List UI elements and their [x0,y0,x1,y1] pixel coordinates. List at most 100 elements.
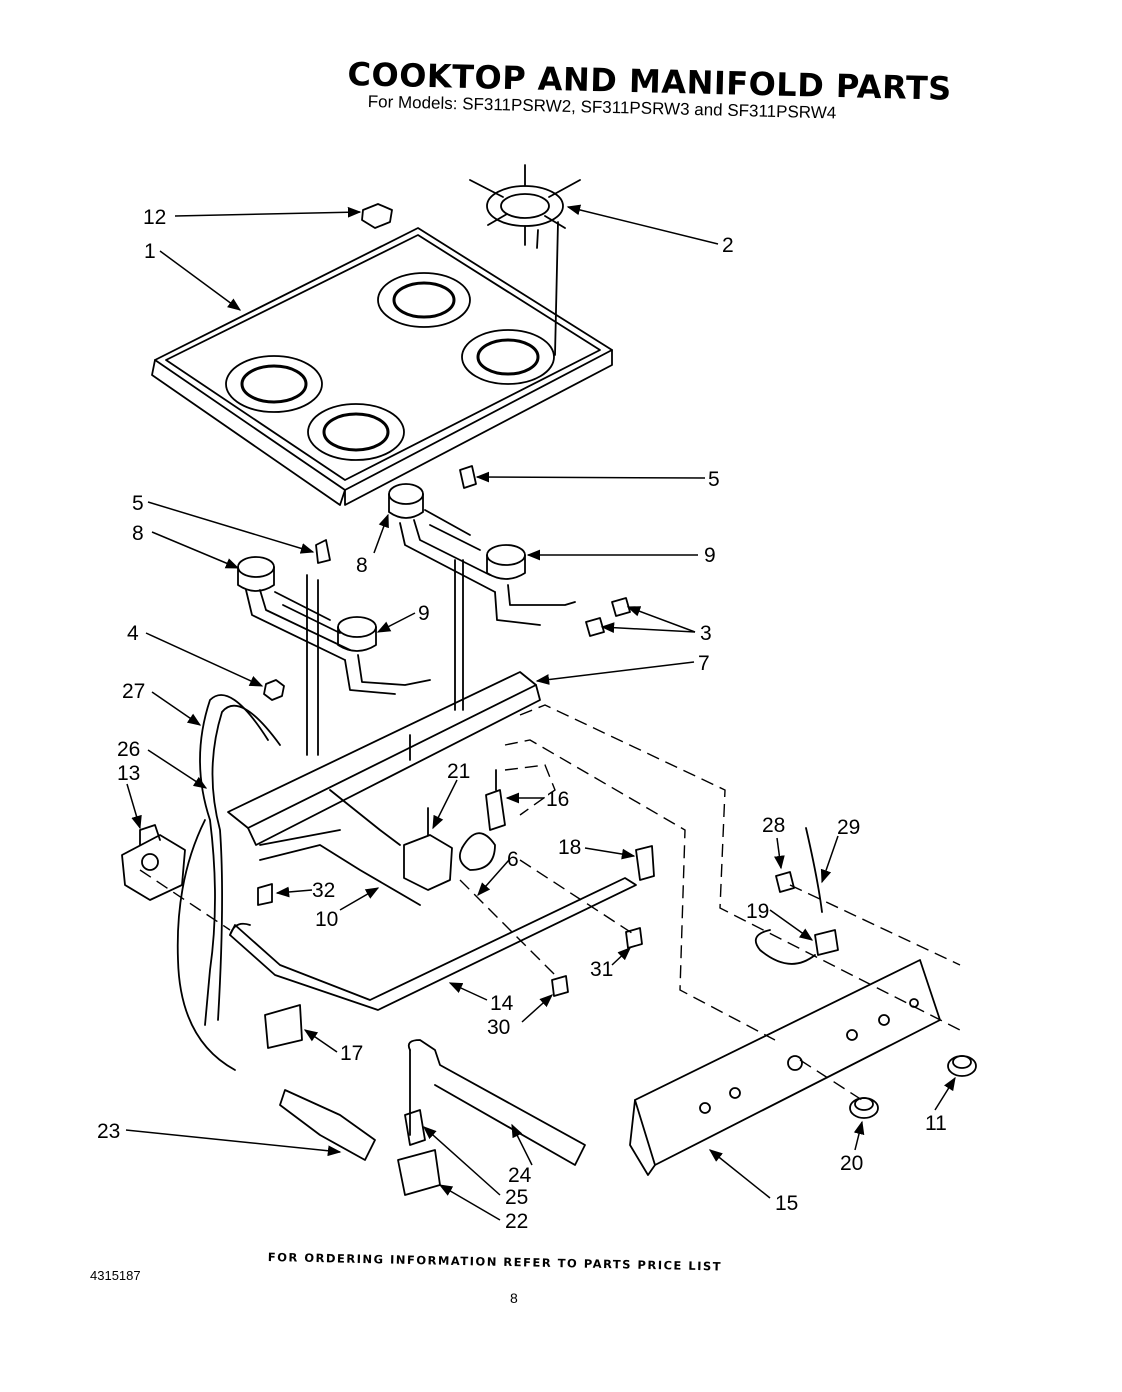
leader-25 [422,1126,501,1196]
leader-14 [448,982,488,1001]
callout-2: 2 [722,234,734,257]
callout-25: 25 [505,1186,528,1209]
control-panel-15-part [629,959,941,1176]
burner-assembly-left [237,556,431,695]
callout-7: 7 [698,652,710,675]
leader-17 [303,1029,338,1053]
burner-assembly-right [388,483,576,626]
broil-burner-24-part [407,1039,586,1166]
callout-12: 12 [143,206,166,229]
leader-13 [126,783,142,830]
assembly-line-h [139,869,231,931]
leader-8a [151,531,240,569]
nut-4-part [263,679,285,701]
callout-19: 19 [746,900,769,923]
knob-20-part [849,1097,879,1119]
callout-26: 26 [117,738,140,761]
callout-17: 17 [340,1042,363,1065]
callout-1: 1 [144,240,156,263]
leader-27 [151,691,202,726]
orifice-hood-3a [611,597,631,617]
callout-23: 23 [97,1120,120,1143]
regulator-13-part [121,824,186,901]
igniter-coil-6 [459,832,496,871]
callout-9b: 9 [704,544,716,567]
leader-10 [339,887,380,911]
gas-tubing [176,694,281,1071]
callout-24: 24 [508,1164,532,1187]
cooktop-part [151,227,613,506]
burner-tube-25 [404,1109,426,1146]
callout-11: 11 [925,1112,947,1135]
leader-31 [611,947,631,966]
callout-8a: 8 [132,522,144,545]
leader-4 [145,632,264,687]
callout-5b: 5 [708,468,720,491]
leader-18 [584,847,636,860]
callout-3: 3 [700,622,712,645]
leader-11 [934,1076,956,1111]
spark-switch-16-part [485,769,506,831]
bracket-5a-part [315,539,331,564]
leader-21 [432,779,458,830]
callout-27: 27 [122,680,145,703]
page-number: 8 [510,1290,518,1306]
callout-16: 16 [546,788,569,811]
leader-12 [174,206,362,218]
safety-valve-23-part [279,1089,376,1161]
callout-6: 6 [507,848,519,871]
leader-7 [535,661,695,685]
leader-5a [147,501,315,554]
callout-21: 21 [447,760,470,783]
leader-23 [125,1129,342,1157]
callout-28: 28 [762,814,785,837]
leader-8b [373,513,389,554]
callout-29: 29 [837,816,860,839]
callout-4: 4 [127,622,139,645]
callout-31: 31 [590,958,613,981]
leader-24 [511,1123,533,1166]
callout-18: 18 [558,836,581,859]
switch-19-part [754,929,839,965]
oven-burner-14-part [229,877,637,1011]
bracket-18-part [635,845,655,881]
wire-29-part [805,827,823,913]
callout-5a: 5 [132,492,144,515]
leader-20 [853,1120,865,1151]
assembly-line-f [789,884,961,966]
assembly-line-a [519,704,961,1031]
orifice-hood-3b [585,617,605,637]
leader-5b [475,471,706,483]
callout-9a: 9 [418,602,430,625]
assembly-line-b [504,739,776,1041]
leader-2 [566,204,719,245]
leader-1 [159,250,242,311]
assembly-line-e [459,879,556,976]
knob-11-part [947,1055,977,1077]
screw-30-part [551,975,569,997]
gas-lines-10 [259,734,421,906]
callout-22: 22 [505,1210,528,1233]
callout-10: 10 [315,908,338,931]
leader-30 [521,994,554,1023]
callout-13: 13 [117,762,140,785]
leader-22 [438,1184,501,1221]
bracket-12-part [361,203,393,229]
callout-32: 32 [312,879,335,902]
burner-grate-part [469,164,581,356]
leader-15 [708,1149,771,1199]
screw-31-part [625,927,643,949]
leader-26 [147,749,208,789]
leader-3b [600,622,696,634]
callout-15: 15 [775,1192,798,1215]
bracket-5b-part [459,465,477,489]
leader-6 [477,859,510,897]
pilot-32-part [257,883,273,906]
leader-9a [376,612,416,633]
manifold-bracket-7-part [227,671,541,846]
leader-29 [820,835,839,884]
screw-28-part [775,871,795,893]
valve-21-part [403,807,453,891]
assembly-line-g [799,1059,863,1101]
